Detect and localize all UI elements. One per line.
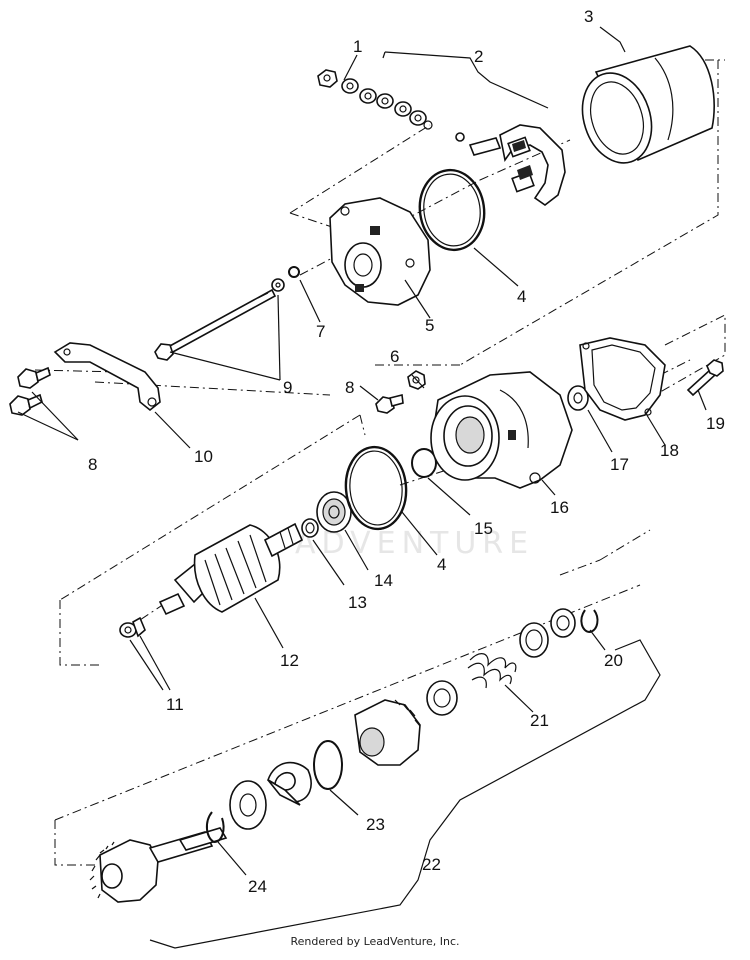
callout-23: 23 bbox=[366, 815, 385, 834]
part-24-snap-ring[interactable] bbox=[206, 811, 225, 844]
part-5-rear-cover[interactable] bbox=[329, 197, 431, 306]
part-12-armature[interactable] bbox=[158, 522, 304, 616]
part-16-front-cover[interactable] bbox=[430, 371, 573, 489]
part-13-washer[interactable] bbox=[301, 518, 319, 538]
callout-12: 12 bbox=[280, 651, 299, 670]
callout-17: 17 bbox=[610, 455, 629, 474]
callout-5: 5 bbox=[425, 316, 434, 335]
callout-labels: 1 2 3 4 5 6 7 8 8 9 10 11 12 13 14 4 15 … bbox=[88, 7, 725, 896]
part-4-o-ring-upper[interactable] bbox=[415, 166, 490, 254]
callout-13: 13 bbox=[348, 593, 367, 612]
callout-4-lower: 4 bbox=[437, 555, 446, 574]
callout-8-upper: 8 bbox=[345, 378, 354, 397]
callout-8-lower: 8 bbox=[88, 455, 97, 474]
part-14-bearing[interactable] bbox=[316, 491, 352, 533]
part-17-washer[interactable] bbox=[567, 385, 589, 411]
part-9-through-bolt[interactable] bbox=[154, 278, 285, 361]
part-2-brush-holder[interactable] bbox=[455, 124, 566, 206]
callout-2: 2 bbox=[474, 47, 483, 66]
part-22-pinion-clutch-group[interactable] bbox=[89, 699, 421, 903]
callout-6: 6 bbox=[390, 347, 399, 366]
callout-9: 9 bbox=[283, 378, 292, 397]
callout-14: 14 bbox=[374, 571, 393, 590]
part-18-gasket[interactable] bbox=[579, 337, 666, 421]
part-15-o-ring[interactable] bbox=[411, 448, 437, 478]
callout-10: 10 bbox=[194, 447, 213, 466]
callout-1: 1 bbox=[353, 37, 362, 56]
part-7-o-ring-small[interactable] bbox=[288, 266, 300, 278]
part-3-yoke-housing[interactable] bbox=[571, 45, 715, 172]
callout-15: 15 bbox=[474, 519, 493, 538]
callout-20: 20 bbox=[604, 651, 623, 670]
part-8-bolts[interactable] bbox=[9, 366, 404, 416]
callout-19: 19 bbox=[706, 414, 725, 433]
part-20-snap-ring[interactable] bbox=[580, 609, 599, 634]
part-1-nut-washer-set[interactable] bbox=[317, 69, 433, 130]
callout-7: 7 bbox=[316, 322, 325, 341]
part-23-ring-set[interactable] bbox=[229, 740, 343, 830]
footer-credit: Rendered by LeadVenture, Inc. bbox=[290, 935, 460, 948]
part-21-spring-collar-set[interactable] bbox=[426, 608, 576, 716]
callout-11: 11 bbox=[166, 695, 184, 714]
callout-4-upper: 4 bbox=[517, 287, 526, 306]
callout-3: 3 bbox=[584, 7, 593, 26]
callout-16: 16 bbox=[550, 498, 569, 517]
part-19-bolt[interactable] bbox=[686, 359, 724, 397]
callout-18: 18 bbox=[660, 441, 679, 460]
part-10-bracket[interactable] bbox=[53, 342, 161, 412]
part-4-o-ring-lower[interactable] bbox=[343, 445, 410, 532]
leader-lines bbox=[17, 26, 707, 949]
part-11-brushes[interactable] bbox=[119, 616, 146, 638]
callout-22: 22 bbox=[422, 855, 441, 874]
callout-24: 24 bbox=[248, 877, 267, 896]
callout-21: 21 bbox=[530, 711, 549, 730]
